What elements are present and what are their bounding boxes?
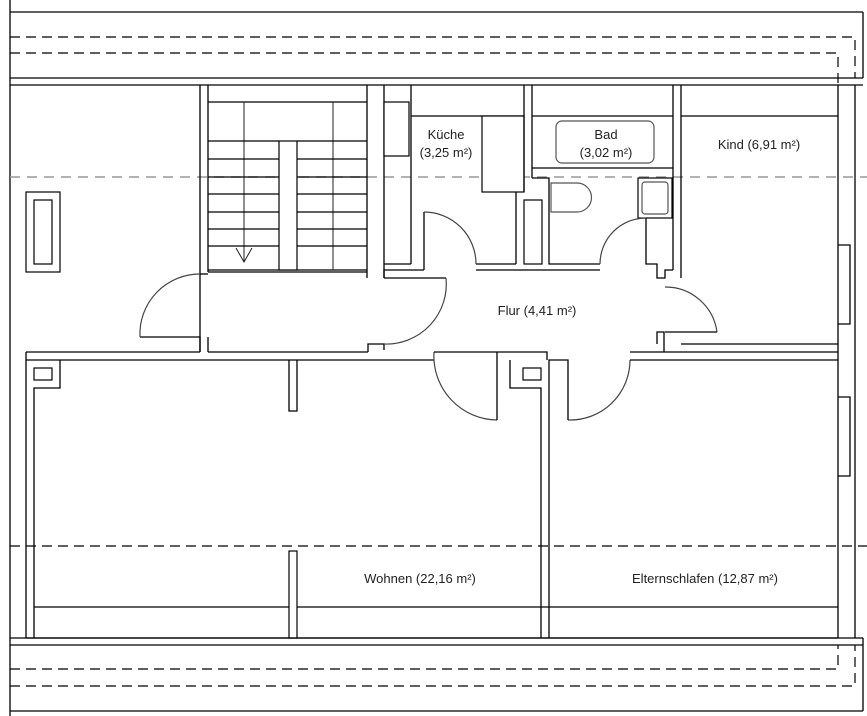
room-label-bad: Bad [594, 127, 617, 142]
lower-walls [25, 351, 851, 639]
room-area-kueche: (3,25 m²) [420, 145, 473, 160]
stair-direction-arrow-icon [235, 247, 253, 264]
door-kind [664, 286, 718, 333]
door-elternschlafen [567, 359, 631, 421]
stair-treads [208, 140, 367, 247]
staircase [199, 85, 368, 352]
bathroom-walls [476, 85, 682, 279]
corridor-walls [26, 271, 446, 361]
outer-frame [9, 0, 867, 716]
door-wohnen [433, 351, 498, 421]
room-label-kueche: Küche [428, 127, 465, 142]
kind-walls [656, 115, 851, 353]
doors [139, 211, 718, 421]
room-label-elternschlafen: Elternschlafen (12,87 m²) [632, 571, 778, 586]
toilet-icon [550, 182, 593, 213]
room-label-kind: Kind (6,91 m²) [718, 137, 800, 152]
door-bathroom [599, 217, 647, 265]
chimney [25, 191, 61, 273]
room-label-wohnen: Wohnen (22,16 m²) [364, 571, 476, 586]
bathtub-outline [555, 120, 655, 164]
room-label-flur: Flur (4,41 m²) [498, 303, 577, 318]
door-living [383, 277, 447, 345]
kitchen-walls [383, 85, 533, 278]
room-area-bad: (3,02 m²) [580, 145, 633, 160]
door-kitchen [423, 211, 477, 265]
room-labels: Küche (3,25 m²) Bad (3,02 m²) Kind (6,91… [364, 127, 800, 586]
door-stairs [139, 273, 201, 338]
